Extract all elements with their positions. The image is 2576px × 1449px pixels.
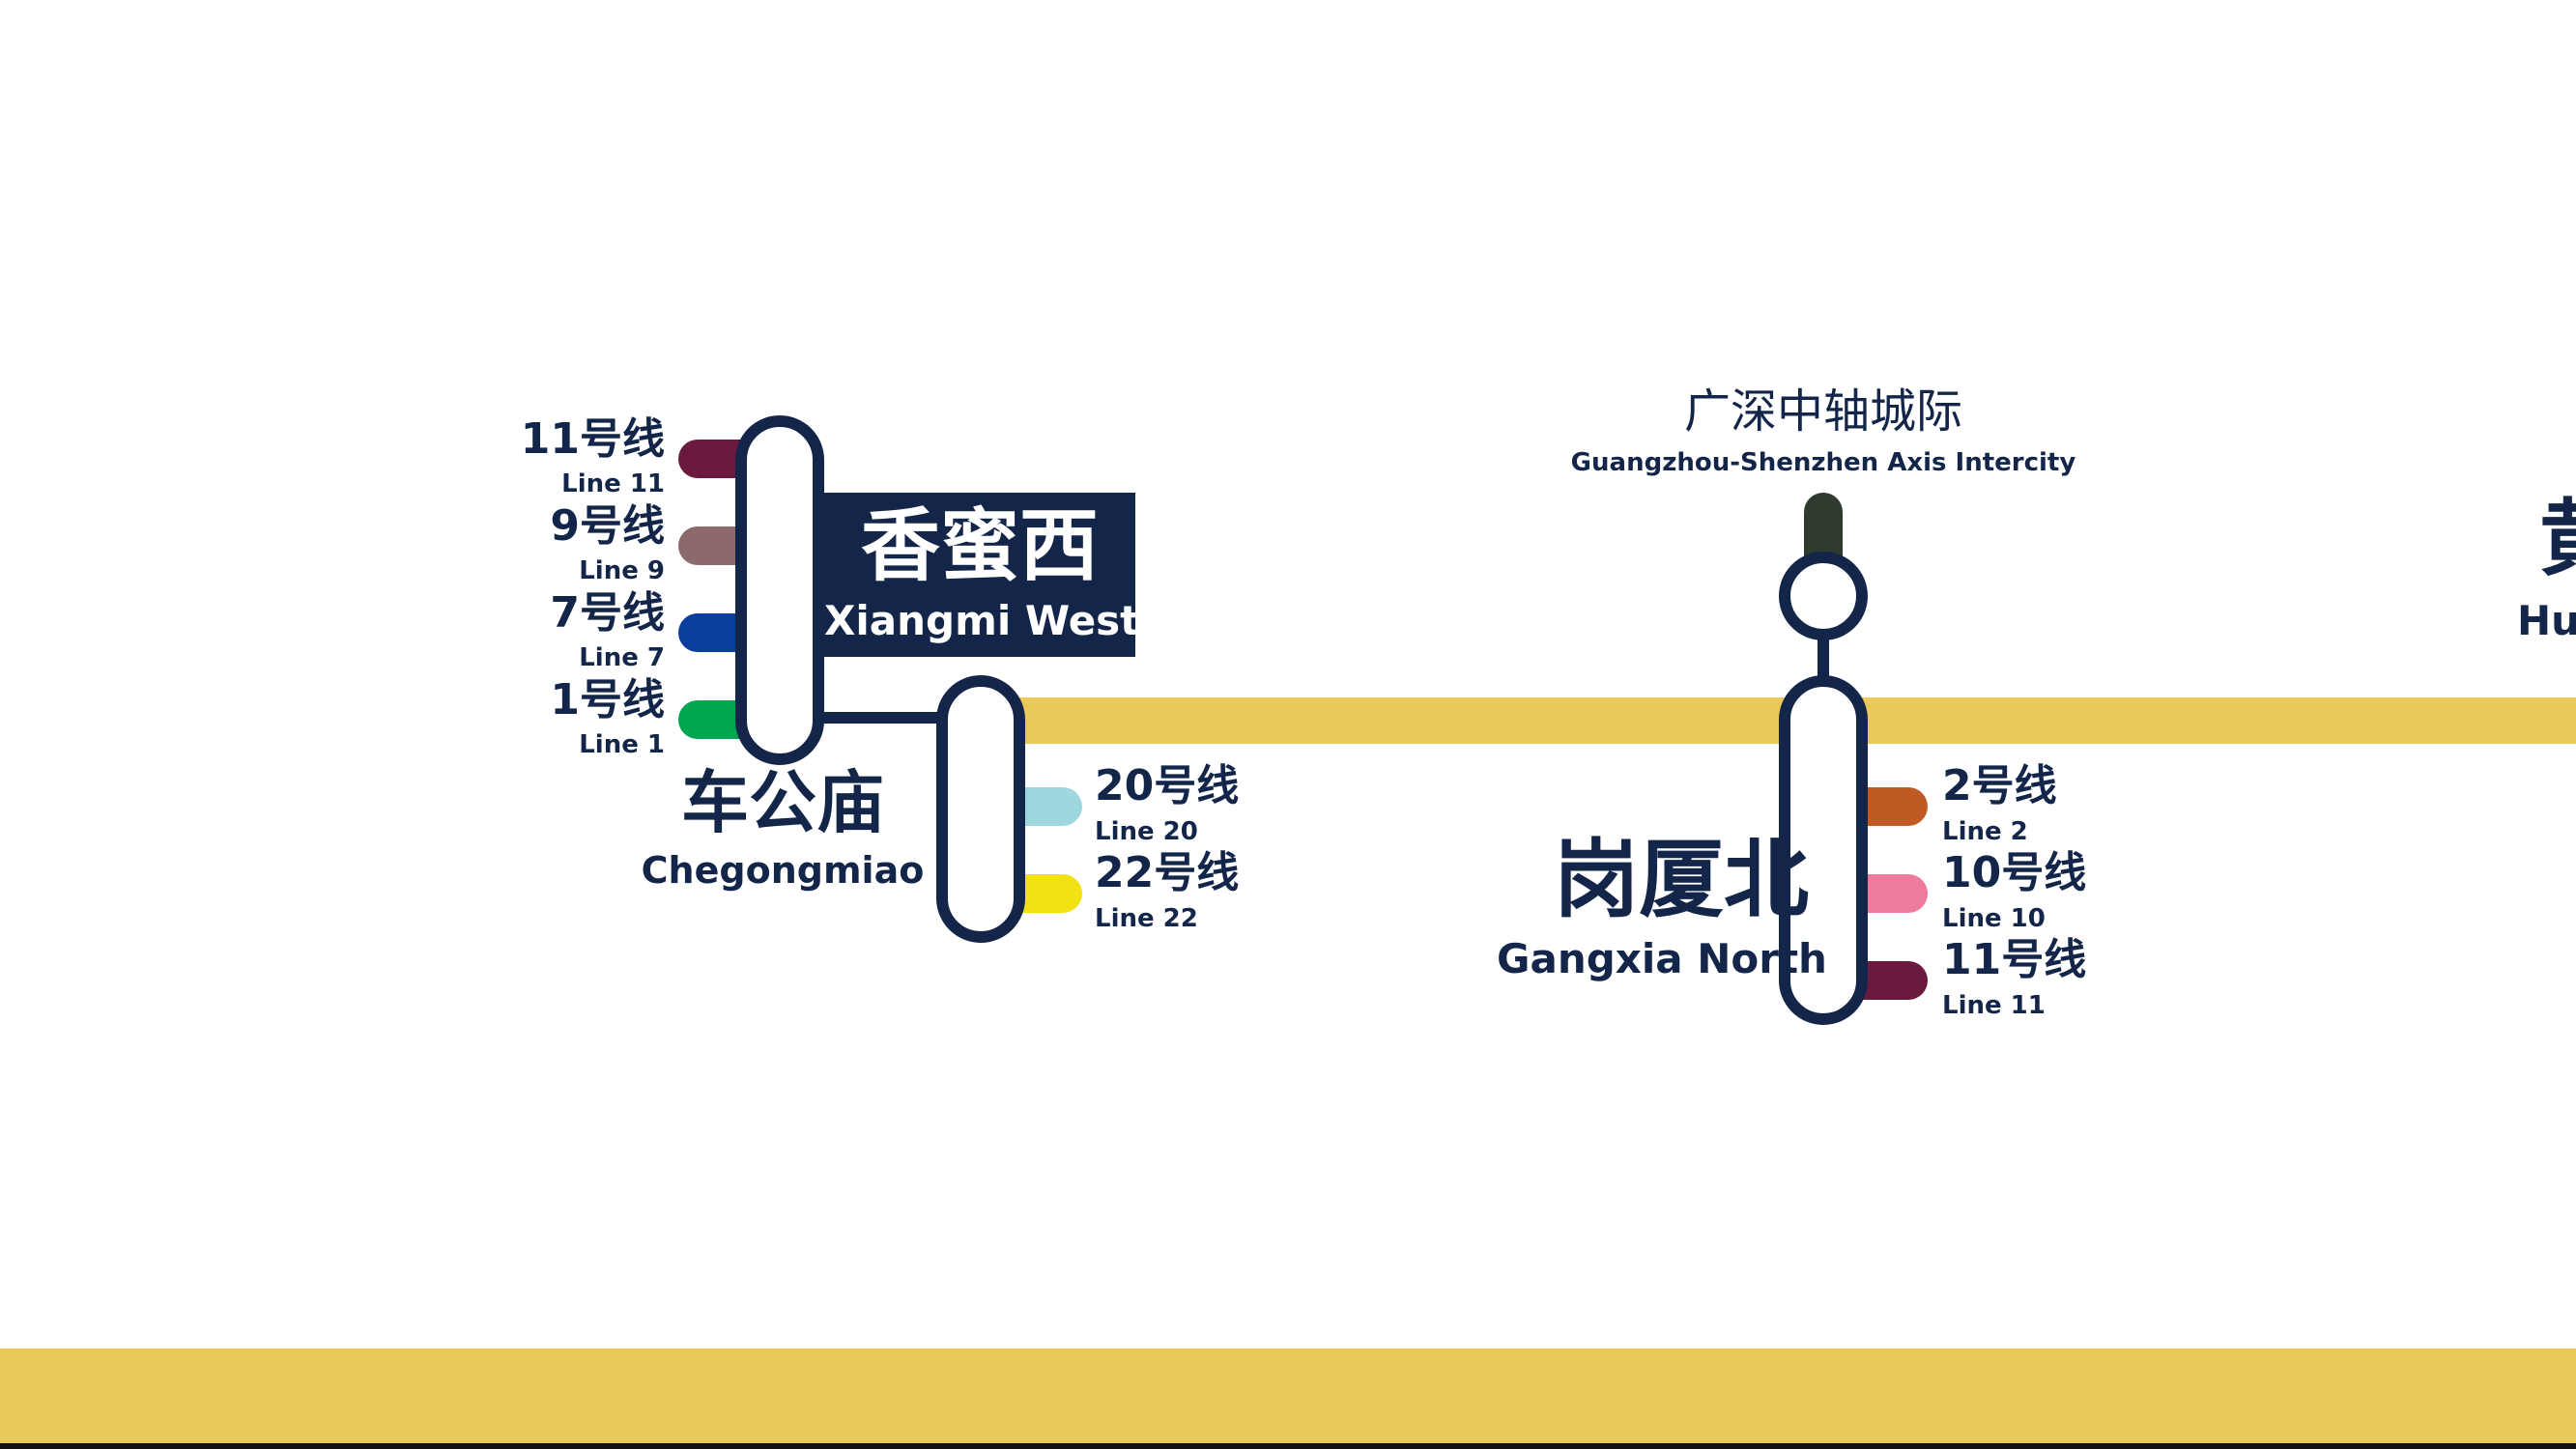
intercity-name-en: Guangzhou-Shenzhen Axis Intercity <box>1570 448 2076 477</box>
station-name-cn-gangxia-north: 岗厦北 <box>1553 829 1809 929</box>
transfer-label-cn-line-10-gangxia: 10号线 <box>1942 848 2087 897</box>
transfer-label-cn-line-7-xiangmi: 7号线 <box>550 588 665 638</box>
station-name-en-gangxia-north: Gangxia North <box>1497 935 1827 982</box>
station-name-cn-xiangmi-west: 香蜜西 <box>860 499 1099 592</box>
transfer-label-en-line-20-chegongmiao: Line 20 <box>1095 817 1198 846</box>
bottom-line-band <box>0 1349 2576 1443</box>
station-name-cn-partial-right: 黄 <box>2539 497 2576 581</box>
station-name-en-chegongmiao: Chegongmiao <box>641 849 925 892</box>
transfer-label-en-line-11-gangxia: Line 11 <box>1942 991 2046 1020</box>
station-circle-intercity[interactable] <box>1779 552 1868 640</box>
transfer-label-cn-line-20-chegongmiao: 20号线 <box>1095 761 1240 810</box>
transfer-label-en-line-7-xiangmi: Line 7 <box>579 643 665 672</box>
transfer-label-en-line-9-xiangmi: Line 9 <box>579 556 665 585</box>
transfer-label-en-line-1-xiangmi: Line 1 <box>579 730 665 759</box>
transfer-label-cn-line-2-gangxia: 2号线 <box>1942 761 2057 810</box>
transfer-label-cn-line-9-xiangmi: 9号线 <box>550 501 665 551</box>
station-capsule-xiangmi-west[interactable] <box>735 415 824 765</box>
station-name-box-xiangmi-west: 香蜜西 Xiangmi West <box>824 493 1140 657</box>
station-name-en-partial-right: Hu <box>2517 597 2576 644</box>
intercity-name-cn: 广深中轴城际 <box>1683 384 1962 439</box>
bottom-edge-rule <box>0 1443 2576 1449</box>
transfer-label-en-line-2-gangxia: Line 2 <box>1942 817 2028 846</box>
transfer-label-cn-line-1-xiangmi: 1号线 <box>550 675 665 724</box>
transfer-label-cn-line-11-xiangmi: 11号线 <box>520 414 665 464</box>
station-name-en-xiangmi-west: Xiangmi West <box>824 597 1140 644</box>
station-name-cn-chegongmiao: 车公庙 <box>681 762 884 842</box>
station-capsule-gangxia-north[interactable] <box>1779 675 1868 1025</box>
transfer-label-en-line-10-gangxia: Line 10 <box>1942 904 2046 933</box>
transfer-label-en-line-22-chegongmiao: Line 22 <box>1095 904 1198 933</box>
station-capsule-chegongmiao[interactable] <box>936 675 1025 943</box>
transfer-label-cn-line-22-chegongmiao: 22号线 <box>1095 848 1240 897</box>
transfer-label-en-line-11-xiangmi: Line 11 <box>561 469 665 498</box>
transfer-label-cn-line-11-gangxia: 11号线 <box>1942 935 2087 984</box>
